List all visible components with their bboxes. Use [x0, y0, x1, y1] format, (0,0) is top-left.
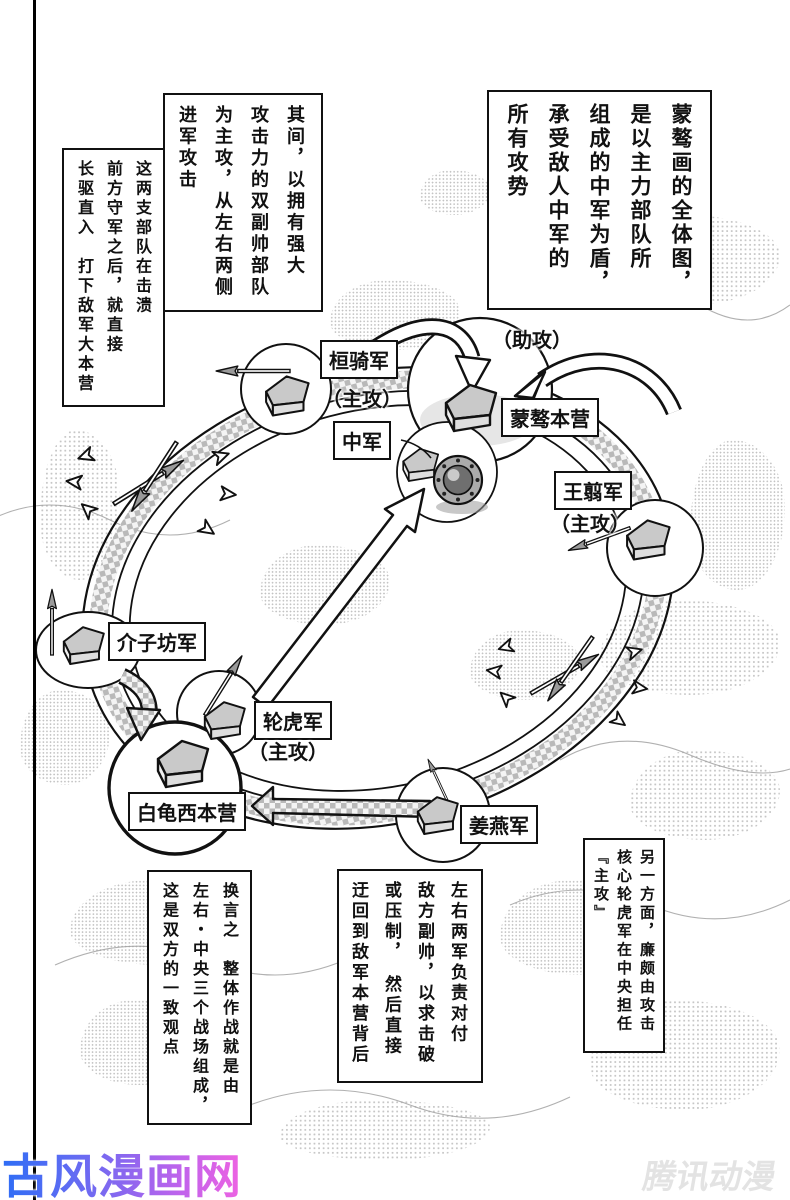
texture-blob: [690, 440, 785, 590]
texture-blob: [420, 170, 490, 215]
text-column: 长驱直入 打下敌军大本营: [75, 160, 92, 394]
label-lunhu-role: （主攻）: [248, 742, 328, 764]
text-column: 迂回到敌军本营背后: [349, 881, 368, 1066]
text-column: 为主攻，从左右两侧: [213, 105, 233, 299]
text-column: 前方守军之后，就直接: [104, 160, 121, 355]
texture-blob: [280, 1100, 490, 1160]
text-column: 是以主力部队所: [628, 103, 651, 271]
shield-icon: [432, 454, 488, 514]
label-lunhu-army: 轮虎军: [254, 701, 332, 740]
narration-box-top-right: 蒙骜画的全体图， 是以主力部队所 组成的中军为盾， 承受敌人中军的 所有攻势: [487, 90, 712, 310]
text-column: 另一方面，廉颇由攻击: [638, 849, 655, 1034]
narration-box-top-left: 这两支部队在击溃 前方守军之后，就直接 长驱直入 打下敌军大本营: [62, 148, 165, 407]
label-center-army: 中军: [333, 421, 391, 460]
narration-box-top-middle: 其间，以拥有强大 攻击力的双副帅部队 为主攻，从左右两侧 进军攻击: [163, 93, 323, 312]
text-column: 左右・中央三个战场组成，: [190, 882, 207, 1116]
baigui-camp-circle: [107, 720, 243, 856]
text-column: 敌方副帅，以求击破: [415, 881, 434, 1066]
label-huanqi-army: 桓骑军: [320, 340, 398, 379]
assist-arrow-right: [513, 352, 682, 416]
label-assist-role: （助攻）: [492, 330, 572, 352]
text-column: 或压制， 然后直接: [382, 881, 401, 1057]
label-connector: [400, 439, 432, 459]
text-column: 这是双方的一致观点: [160, 882, 177, 1058]
text-column: 攻击力的双副帅部队: [249, 105, 269, 299]
text-column: 所有攻势: [505, 103, 528, 199]
text-column: 其间，以拥有强大: [285, 105, 305, 277]
narration-box-bottom-middle: 左右两军负责对付 敌方副帅，以求击破 或压制， 然后直接 迂回到敌军本营背后: [337, 869, 483, 1083]
label-huanqi-role: （主攻）: [322, 389, 402, 411]
label-mengao-camp: 蒙骜本营: [501, 398, 599, 437]
text-column: 核心轮虎军在中央担任: [615, 849, 632, 1034]
watermark-tencent-comics: 腾讯动漫: [640, 1158, 779, 1195]
label-wangjian-role: （主攻）: [550, 514, 630, 536]
label-jiezifang-army: 介子坊军: [108, 622, 206, 661]
text-column: 蒙骜画的全体图，: [669, 103, 692, 295]
text-column: 『主攻』: [592, 849, 609, 923]
texture-blob: [630, 750, 780, 840]
label-wangjian-army: 王翦军: [554, 471, 632, 510]
page-border-line: [33, 0, 36, 1200]
label-baigui-camp: 白龟西本营: [128, 792, 246, 831]
assist-arrow-left: [370, 318, 492, 394]
narration-box-bottom-right: 另一方面，廉颇由攻击 核心轮虎军在中央担任 『主攻』: [583, 838, 665, 1053]
flank-arrow-left: [118, 668, 162, 742]
text-column: 换言之 整体作战就是由: [220, 882, 237, 1097]
narration-box-bottom-left: 换言之 整体作战就是由 左右・中央三个战场组成， 这是双方的一致观点: [147, 870, 252, 1125]
text-column: 承受敌人中军的: [546, 103, 569, 271]
label-jiangyan-army: 姜燕军: [460, 805, 538, 844]
text-column: 这两支部队在击溃: [133, 160, 150, 316]
text-column: 进军攻击: [177, 105, 197, 191]
central-thrust-arrow: [251, 487, 426, 710]
text-column: 组成的中军为盾，: [587, 103, 610, 295]
watermark-gufeng-manhua: 古风漫画网: [2, 1138, 242, 1200]
text-column: 左右两军负责对付: [448, 881, 467, 1045]
